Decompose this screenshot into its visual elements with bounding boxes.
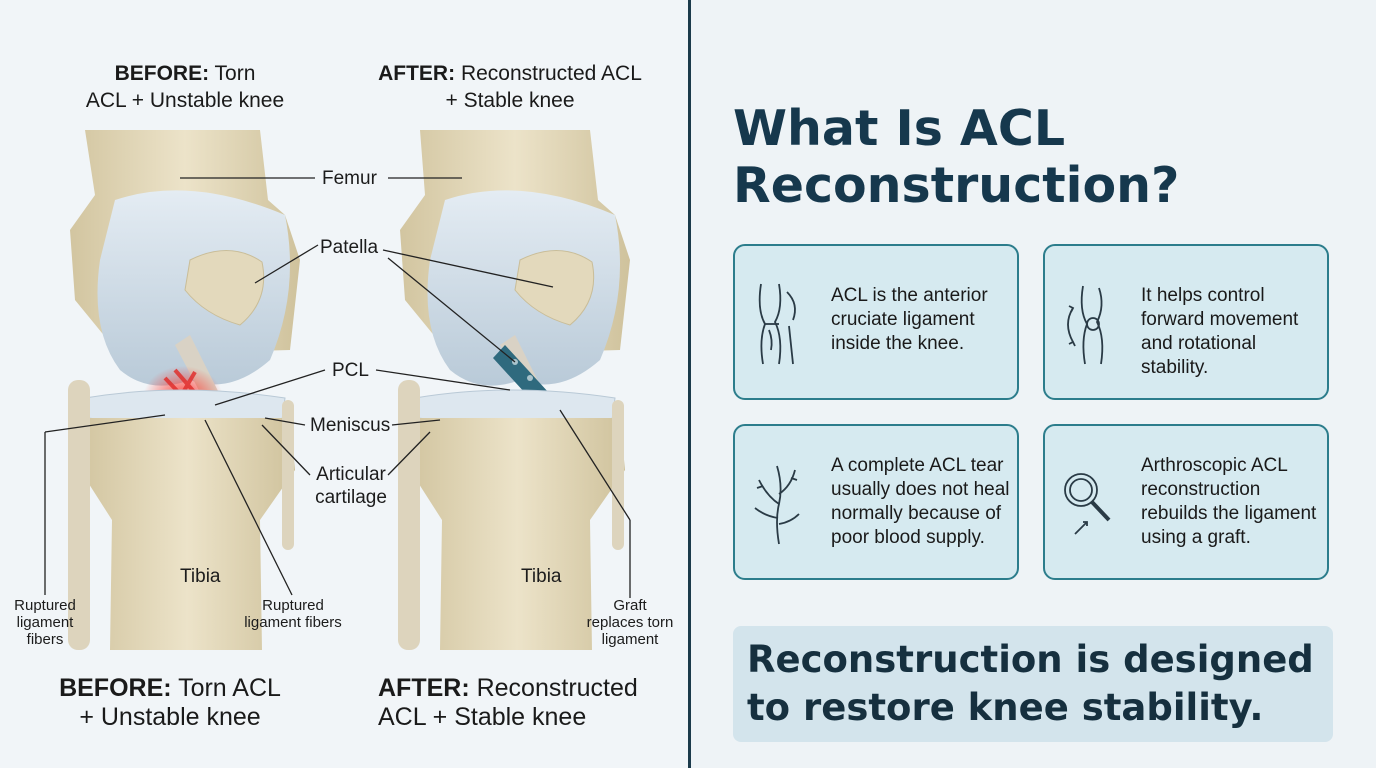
meniscus-label: Meniscus [310, 415, 391, 436]
leader-lines [44, 177, 631, 598]
tibia-label-before: Tibia [180, 566, 221, 587]
info-card-4: Arthroscopic ACL reconstruction rebuilds… [1043, 424, 1329, 580]
top-after-caption: AFTER: Reconstructed ACL+ Stable knee [378, 62, 642, 112]
panel-divider [688, 0, 691, 768]
info-card-2: It helps control forward movement and ro… [1043, 244, 1329, 400]
blood-vessel-icon [754, 465, 800, 545]
before-knee [68, 130, 300, 650]
patella-label: Patella [320, 237, 379, 258]
info-card-2-text: It helps control forward movement and ro… [1141, 285, 1299, 378]
pcl-label: PCL [332, 360, 369, 381]
summary-line-2: to restore knee stability. [747, 686, 1264, 729]
info-card-1: ACL is the anterior cruciate ligament in… [733, 244, 1019, 400]
femur-label: Femur [322, 168, 377, 189]
knee-rotation-icon [1067, 285, 1104, 365]
info-card-4-text: Arthroscopic ACL reconstruction rebuilds… [1141, 455, 1317, 548]
bottom-before-caption: BEFORE: Torn ACL+ Unstable knee [59, 674, 281, 731]
knee-anatomy-icon [758, 283, 796, 365]
summary-banner: Reconstruction is designed to restore kn… [733, 626, 1333, 742]
info-card-3: A complete ACL tear usually does not hea… [733, 424, 1019, 580]
info-card-3-text: A complete ACL tear usually does not hea… [831, 455, 1010, 548]
after-knee [398, 130, 630, 650]
summary-line-1: Reconstruction is designed [747, 638, 1314, 681]
knee-illustration [44, 130, 631, 650]
info-card-1-text: ACL is the anterior cruciate ligament in… [831, 285, 988, 354]
tibia-label-after: Tibia [521, 566, 562, 587]
arthroscope-magnifier-icon [1064, 473, 1111, 535]
